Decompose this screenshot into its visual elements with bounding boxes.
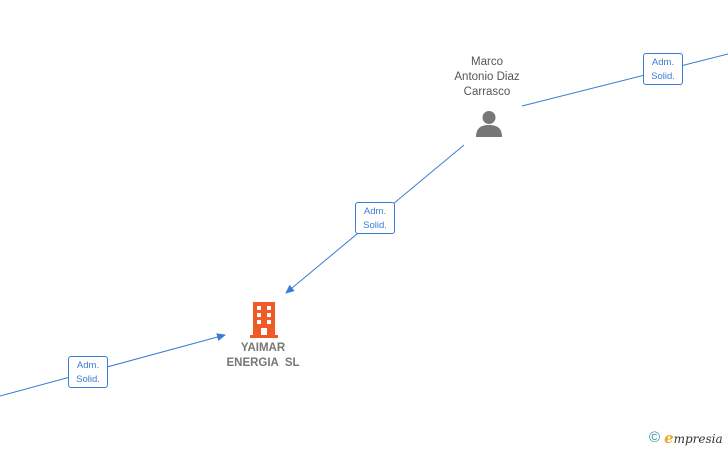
brand-rest: mpresia — [673, 432, 723, 446]
edge-line-offscreen-to-person — [521, 53, 728, 107]
building-icon[interactable] — [249, 302, 279, 338]
company-node-name[interactable]: YAIMAR ENERGIA SL — [203, 341, 323, 371]
edge-line-offscreen-to-company — [0, 333, 226, 397]
edge-label-line: Solid. — [651, 71, 675, 82]
person-name-line: Antonio Diaz — [454, 71, 520, 83]
edge-label-bottom-left[interactable]: Adm. Solid. — [68, 356, 108, 388]
brand-logo: empresia — [664, 429, 723, 447]
company-name-line: ENERGIA SL — [226, 357, 300, 369]
edge-label-line: Solid. — [363, 220, 387, 231]
edge-label-line: Adm. — [651, 57, 675, 68]
edge-label-top-right[interactable]: Adm. Solid. — [643, 53, 683, 85]
person-name-line: Marco — [471, 56, 503, 68]
person-icon[interactable] — [474, 109, 504, 139]
company-name-line: YAIMAR — [240, 342, 286, 354]
person-node-name[interactable]: Marco Antonio Diaz Carrasco — [432, 55, 542, 100]
copyright-icon: © — [649, 429, 661, 446]
brand-initial: e — [664, 429, 674, 447]
edge-label-middle[interactable]: Adm. Solid. — [355, 202, 395, 234]
person-name-line: Carrasco — [463, 86, 511, 98]
edge-label-line: Solid. — [76, 374, 100, 385]
brand-watermark: © empresia — [649, 428, 723, 448]
edge-label-line: Adm. — [363, 206, 387, 217]
edge-label-line: Adm. — [76, 360, 100, 371]
